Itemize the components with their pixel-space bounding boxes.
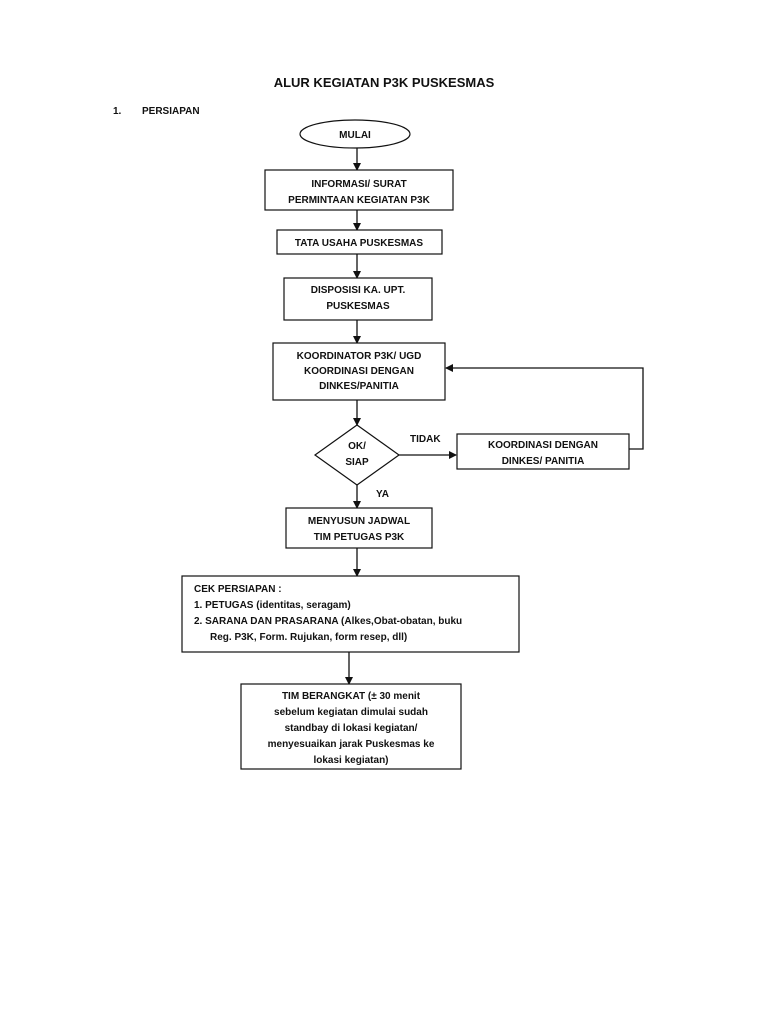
svg-text:2. SARANA DAN PRASARANA (Alk: 2. SARANA DAN PRASARANA (Alkes,Obat-obat… bbox=[194, 616, 462, 627]
svg-text:OK/: OK/ bbox=[348, 441, 366, 452]
svg-text:Reg. P3K, Form. Rujukan, form: Reg. P3K, Form. Rujukan, form resep, dll… bbox=[210, 632, 407, 643]
svg-text:TIM BERANGKAT (± 30 menit: TIM BERANGKAT (± 30 menit bbox=[282, 691, 421, 702]
page-title: ALUR KEGIATAN P3K PUSKESMAS bbox=[274, 75, 495, 90]
svg-text:lokasi kegiatan): lokasi kegiatan) bbox=[313, 755, 388, 766]
svg-text:DISPOSISI KA. UPT.: DISPOSISI KA. UPT. bbox=[311, 285, 406, 296]
svg-text:KOORDINATOR P3K/ UGD: KOORDINATOR P3K/ UGD bbox=[297, 351, 422, 362]
node-start: MULAI bbox=[299, 119, 411, 149]
svg-text:DINKES/ PANITIA: DINKES/ PANITIA bbox=[502, 456, 585, 467]
node-cek-persiapan: CEK PERSIAPAN : 1. PETUGAS (identitas, s… bbox=[181, 575, 520, 653]
node-koordinasi-ulang: KOORDINASI DENGAN DINKES/ PANITIA bbox=[456, 433, 630, 470]
svg-text:KOORDINASI DENGAN: KOORDINASI DENGAN bbox=[488, 440, 598, 451]
section-number: 1. bbox=[113, 106, 122, 117]
svg-text:standbay di lokasi kegiatan/: standbay di lokasi kegiatan/ bbox=[285, 723, 418, 734]
svg-text:PUSKESMAS: PUSKESMAS bbox=[326, 301, 390, 312]
edge-label-yes: YA bbox=[376, 489, 389, 500]
svg-text:MULAI: MULAI bbox=[339, 130, 371, 141]
svg-text:menyesuaikan jarak Puskesmas k: menyesuaikan jarak Puskesmas ke bbox=[268, 739, 435, 750]
svg-text:KOORDINASI DENGAN: KOORDINASI DENGAN bbox=[304, 366, 414, 377]
svg-text:MENYUSUN JADWAL: MENYUSUN JADWAL bbox=[308, 516, 410, 527]
svg-text:DINKES/PANITIA: DINKES/PANITIA bbox=[319, 381, 399, 392]
node-koordinator: KOORDINATOR P3K/ UGD KOORDINASI DENGAN D… bbox=[272, 342, 446, 401]
node-tata-usaha: TATA USAHA PUSKESMAS bbox=[276, 229, 443, 255]
svg-text:CEK PERSIAPAN :: CEK PERSIAPAN : bbox=[194, 584, 282, 595]
svg-text:TATA USAHA PUSKESMAS: TATA USAHA PUSKESMAS bbox=[295, 238, 423, 249]
svg-text:INFORMASI/ SURAT: INFORMASI/ SURAT bbox=[311, 179, 406, 190]
node-informasi: INFORMASI/ SURAT PERMINTAAN KEGIATAN P3K bbox=[264, 169, 454, 211]
svg-text:TIM PETUGAS P3K: TIM PETUGAS P3K bbox=[314, 532, 405, 543]
node-berangkat: TIM BERANGKAT (± 30 menit sebelum kegiat… bbox=[240, 683, 462, 770]
arrow-feedback bbox=[445, 364, 644, 450]
section-label: PERSIAPAN bbox=[142, 106, 200, 117]
svg-text:sebelum kegiatan dimulai sudah: sebelum kegiatan dimulai sudah bbox=[274, 707, 428, 718]
node-decision: OK/ SIAP bbox=[313, 424, 401, 486]
svg-text:SIAP: SIAP bbox=[345, 457, 369, 468]
svg-text:PERMINTAAN KEGIATAN P3K: PERMINTAAN KEGIATAN P3K bbox=[288, 195, 430, 206]
node-jadwal: MENYUSUN JADWAL TIM PETUGAS P3K bbox=[285, 507, 433, 549]
svg-text:1. PETUGAS (identitas, seraga: 1. PETUGAS (identitas, seragam) bbox=[194, 600, 351, 611]
edge-label-no: TIDAK bbox=[410, 434, 441, 445]
node-disposisi: DISPOSISI KA. UPT. PUSKESMAS bbox=[283, 277, 433, 321]
